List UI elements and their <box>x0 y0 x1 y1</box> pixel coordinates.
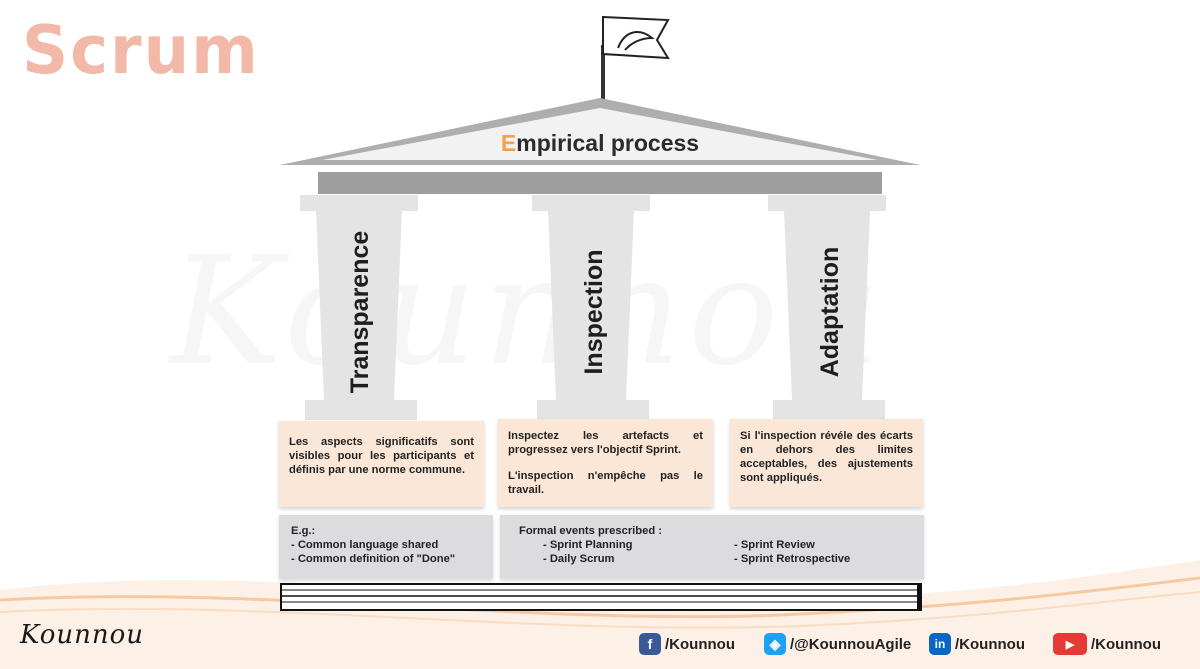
facebook-icon: f <box>639 633 661 655</box>
scrum-logo: Scrum <box>22 12 260 90</box>
info-box-inspection: Inspectez les artefacts et progressez ve… <box>498 419 713 507</box>
social-youtube-label: /Kounnou <box>1091 635 1161 653</box>
info-box-adaptation: Si l'inspection révéle des écarts en deh… <box>730 419 923 507</box>
info-text-inspection-2: L'inspection n'empêche pas le travail. <box>508 470 703 496</box>
pillar-label-adaptation: Adaptation <box>816 246 844 378</box>
temple-entablature <box>318 172 882 194</box>
twitter-icon: ◈ <box>764 633 786 655</box>
example-item: - Common definition of "Done" <box>291 553 456 565</box>
title-accent-letter: E <box>500 130 517 156</box>
examples-box: E.g.: - Common language shared - Common … <box>279 515 493 579</box>
events-heading: Formal events prescribed : <box>519 525 663 537</box>
social-linkedin[interactable]: in /Kounnou <box>929 632 1025 656</box>
column-inspection <box>532 195 650 420</box>
pillar-label-inspection: Inspection <box>580 249 608 375</box>
info-text-inspection-1: Inspectez les artefacts et progressez ve… <box>508 430 703 456</box>
social-linkedin-label: /Kounnou <box>955 635 1025 653</box>
info-box-transparence: Les aspects significatifs sont visibles … <box>279 421 484 507</box>
event-item-sprint-retrospective: - Sprint Retrospective <box>734 553 851 565</box>
info-text-adaptation: Si l'inspection révéle des écarts en deh… <box>740 430 913 484</box>
social-facebook-label: /Kounnou <box>665 635 735 653</box>
example-item: - Common language shared <box>291 539 439 551</box>
event-item-sprint-planning: - Sprint Planning <box>543 539 633 551</box>
kounnou-footer-logo: Kounnou <box>20 620 145 650</box>
social-twitter-label: /@KounnouAgile <box>790 635 912 653</box>
social-facebook[interactable]: f /Kounnou <box>639 632 735 656</box>
events-box: Formal events prescribed : - Sprint Plan… <box>500 515 924 579</box>
column-adaptation <box>768 195 886 420</box>
column-transparence <box>300 195 418 420</box>
social-youtube[interactable]: ▶ /Kounnou <box>1053 632 1161 656</box>
title-text: mpirical process <box>516 130 700 156</box>
event-item-sprint-review: - Sprint Review <box>734 539 815 551</box>
scrum-logo-text: Scrum <box>22 12 260 90</box>
event-item-daily-scrum: - Daily Scrum <box>543 553 615 565</box>
social-twitter[interactable]: ◈ /@KounnouAgile <box>764 632 911 656</box>
youtube-icon: ▶ <box>1053 633 1087 655</box>
temple-foundation <box>280 583 922 611</box>
examples-heading: E.g.: <box>291 525 316 537</box>
diagram-title: Empirical process <box>0 130 1200 157</box>
pillar-label-transparence: Transparence <box>346 230 374 394</box>
linkedin-icon: in <box>929 633 951 655</box>
info-text-transparence: Les aspects significatifs sont visibles … <box>289 436 474 476</box>
flag-icon <box>601 15 670 100</box>
